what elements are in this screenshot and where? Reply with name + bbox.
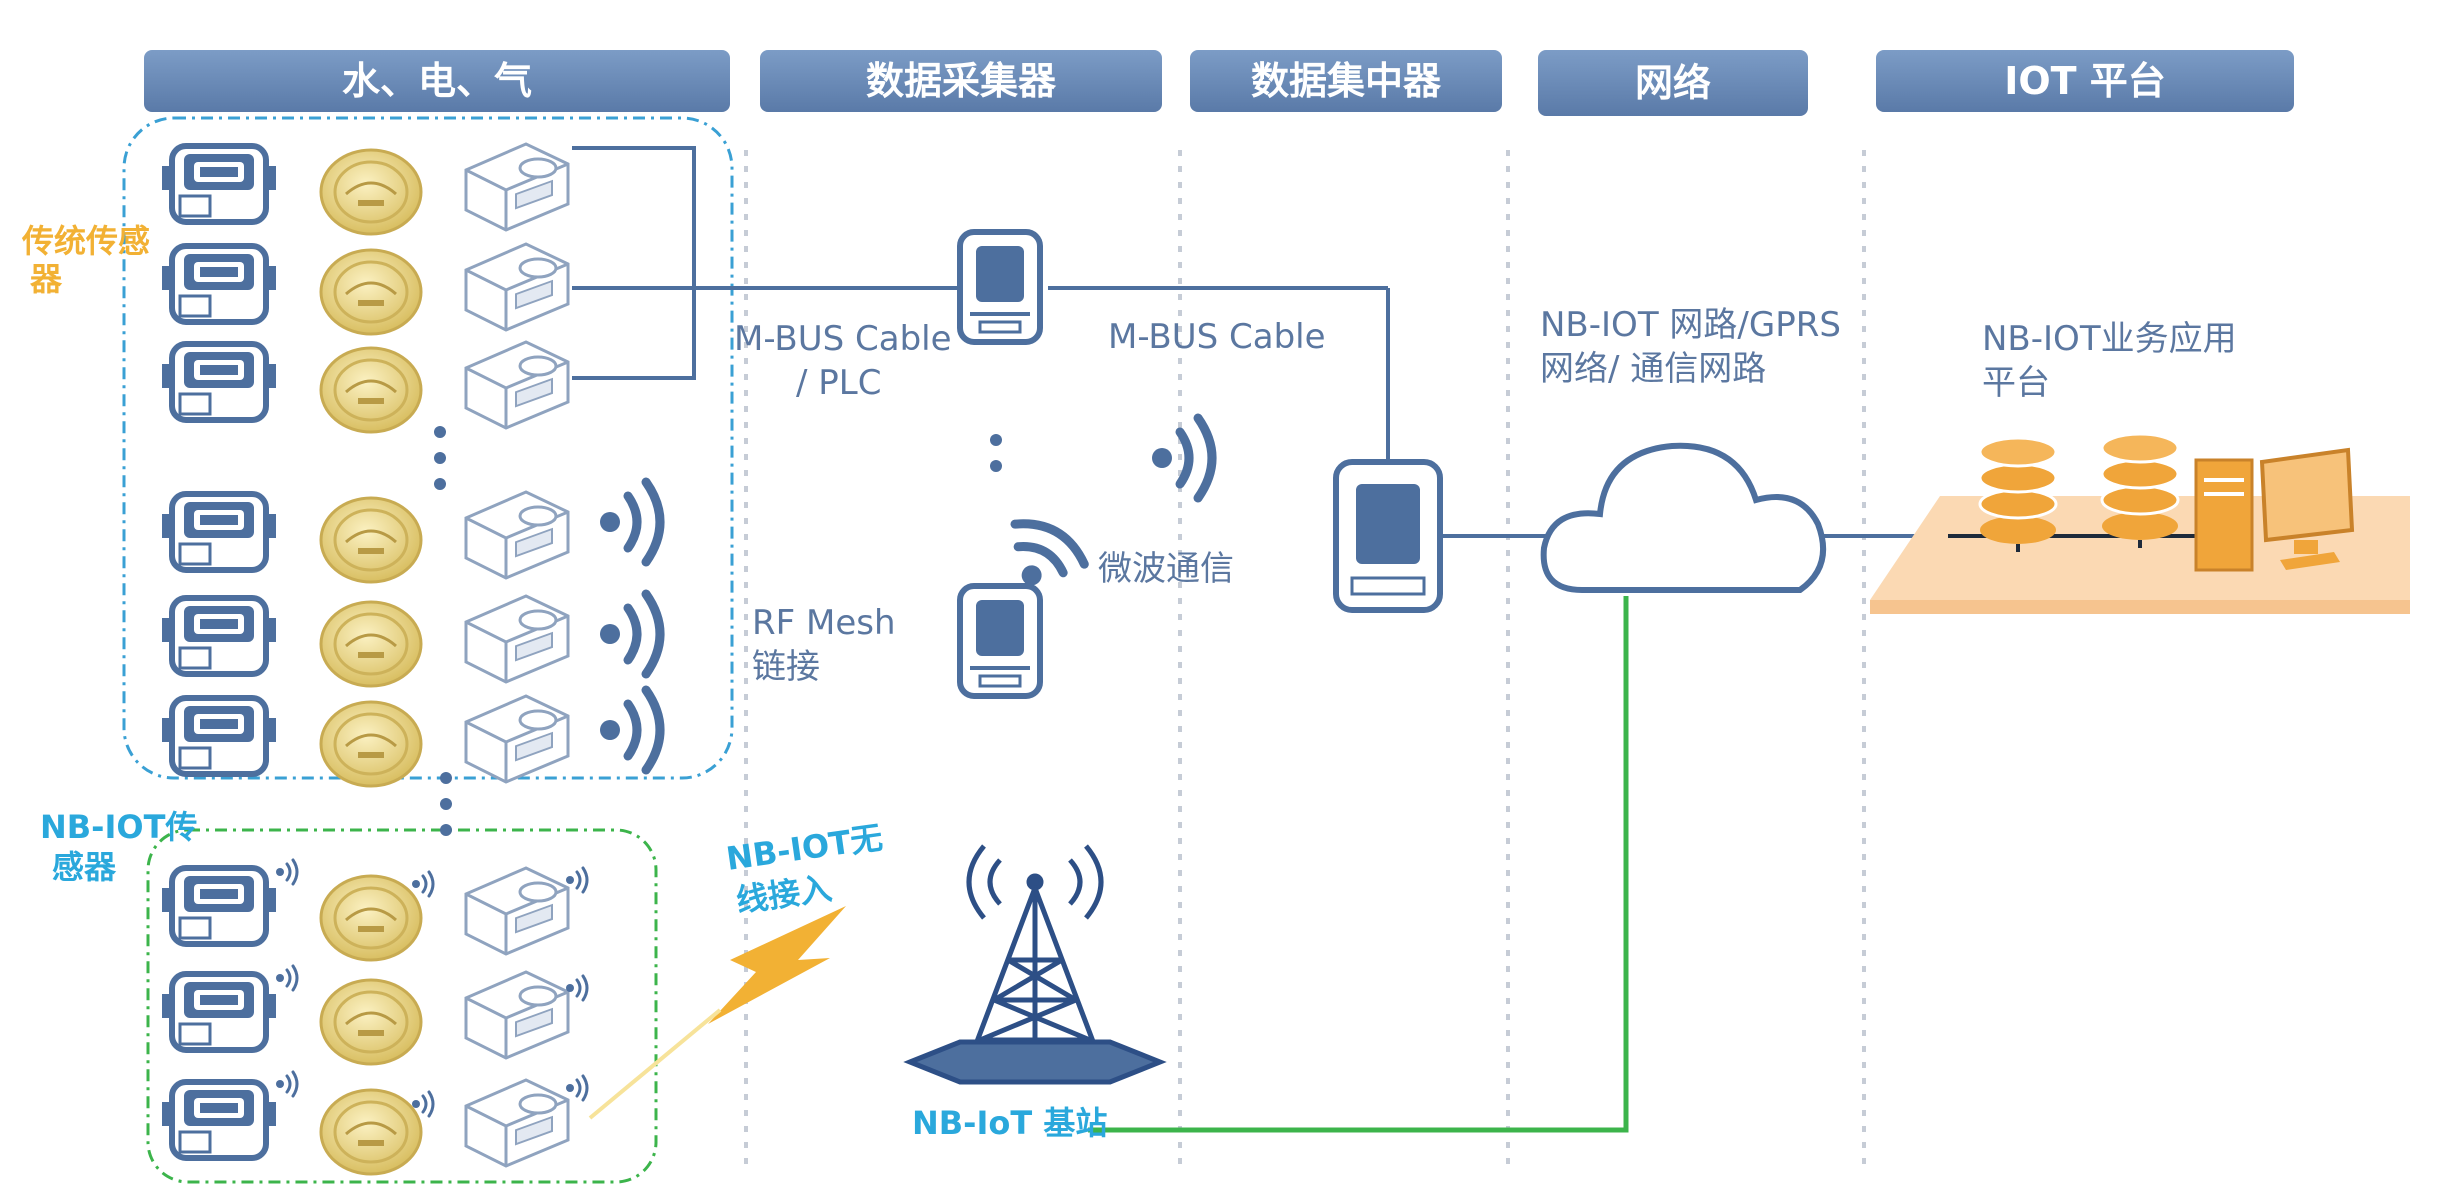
water-meter-icon [162,974,276,1050]
gas-meter-icon [319,496,423,584]
header-concentrator-label: 数据集中器 [1251,59,1442,103]
water-meter-icon [162,246,276,322]
wireless-signal-icon [274,1070,299,1098]
traditional-sensor-label-line1: 传统传感 [21,222,150,260]
water-meter-icon [162,494,276,570]
header-bar-platform: IOT 平台 [1876,50,2294,112]
traditional-sensor-label-line2: 器 [29,260,63,298]
wireless-signal-icon [274,964,299,992]
network-label-line2: 网络/ 通信网路 [1540,349,1766,389]
gas-meter-icon [319,248,423,336]
rf-mesh-label-line2: 链接 [752,647,820,687]
wireless-beam-line [588,1008,722,1120]
rf-mesh-label-line1: RF Mesh [752,603,896,643]
gas-meter-icon [319,978,423,1066]
header-bar-concentrator: 数据集中器 [1190,50,1502,112]
electric-meter-icon [464,970,570,1060]
electric-meter-icon [464,142,570,232]
gas-meter-icon [319,148,423,236]
column-separators [744,150,1866,1165]
header-bar-network: 网络 [1538,50,1808,116]
gas-meter-icon [319,700,423,788]
data-collector-wired-icon [960,232,1040,342]
traditional-wireless-row-1 [162,482,660,584]
base-station-tower-icon [903,844,1167,1085]
nbiot-wireless-label-line2: 线接入 [734,869,834,920]
wireless-signal-icon [600,690,660,770]
nbiot-sensor-label-line1: NB-IOT传 [40,808,197,846]
wireless-signal-icon [274,858,299,886]
electric-meter-icon [464,242,570,332]
gas-meter-icon [319,874,423,962]
water-meter-icon [162,698,276,774]
nbiot-sensor-row-2 [162,964,589,1066]
mbus-plc-label-line2: / PLC [796,363,881,403]
header-bar-collector: 数据采集器 [760,50,1162,112]
water-meter-icon [162,146,276,222]
electric-meter-icon [464,1078,570,1168]
mbus-plc-label-line1: M-BUS Cable [734,319,952,359]
platform-label-line2: 平台 [1982,363,2050,403]
nbiot-sensor-row-3 [162,1070,589,1176]
header-bar-utilities: 水、电、气 [144,50,730,112]
nbiot-sensor-label-line2: 感器 [52,848,117,886]
iot-platform-block [1870,432,2410,614]
electric-meter-icon [464,490,570,580]
header-utilities-label: 水、电、气 [342,59,532,103]
mbus-cable-label: M-BUS Cable [1108,317,1326,357]
water-meter-icon [162,1082,276,1158]
wireless-signal-icon [600,594,660,674]
header-collector-label: 数据采集器 [866,59,1057,103]
electric-meter-icon [464,340,570,430]
network-label-line1: NB-IOT 网路/GPRS [1540,305,1841,345]
header-network-label: 网络 [1635,61,1711,105]
water-meter-icon [162,868,276,944]
ellipsis-dots [434,426,1002,836]
lightning-icon [708,906,846,1024]
traditional-sensor-group-border [122,116,734,780]
data-concentrator-icon [1333,459,1443,613]
base-station-label: NB-IoT 基站 [912,1104,1107,1142]
database-icon [1978,436,2058,552]
wireless-signal-icon [410,870,435,898]
nbiot-sensor-group-border [146,828,658,1184]
electric-meter-icon [464,866,570,956]
header-platform-label: IOT 平台 [2004,59,2166,103]
database-icon [2100,432,2180,548]
traditional-wireless-row-3 [162,690,660,788]
electric-meter-icon [464,594,570,684]
nbiot-sensor-row-1 [162,858,589,962]
electric-meter-icon [464,694,570,784]
traditional-wired-row-1 [162,142,570,236]
computer-icon [2194,447,2355,572]
gas-meter-icon [319,346,423,434]
traditional-wireless-row-2 [162,594,660,688]
water-meter-icon [162,344,276,420]
cloud-network-icon [1540,442,1827,593]
data-collector-rf-icon [960,586,1040,696]
gas-meter-icon [319,1088,423,1176]
water-meter-icon [162,598,276,674]
gas-meter-icon [319,600,423,688]
platform-label-line1: NB-IOT业务应用 [1982,319,2237,359]
microwave-label: 微波通信 [1098,549,1234,589]
nbiot-base-station-link [1088,596,1629,1133]
wireless-signal-icon [600,482,660,562]
traditional-wired-row-3 [162,340,570,434]
traditional-wired-row-2 [162,242,570,336]
wireless-signal-icon [564,1074,589,1102]
